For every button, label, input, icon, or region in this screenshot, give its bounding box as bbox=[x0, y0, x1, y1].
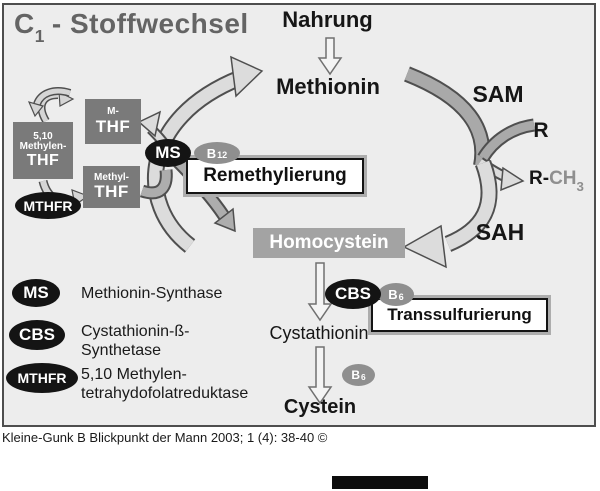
arrow-folate-cycle-top-right bbox=[37, 90, 75, 124]
node-cystein: Cystein bbox=[283, 396, 357, 418]
node-sam: SAM bbox=[472, 81, 524, 107]
legend-cbs-label: Cystathionin-ß- Synthetase bbox=[81, 323, 190, 359]
box-m-thf: M- THF bbox=[85, 99, 141, 144]
transsulfurierung-label: Transsulfurierung bbox=[387, 305, 532, 324]
node-cystathionin: Cystathionin bbox=[269, 323, 369, 343]
methyl-thf-line2: THF bbox=[94, 182, 129, 202]
legend-mthfr-label: 5,10 Methylen- tetrahydofolatreduktase bbox=[81, 366, 249, 402]
title-rest: - Stoffwechsel bbox=[51, 8, 249, 39]
cbs-badge: CBS bbox=[325, 279, 381, 309]
node-r: R bbox=[533, 119, 549, 142]
remethylierung-label: Remethylierung bbox=[203, 165, 347, 186]
arrow-methylthf-to-ms bbox=[139, 169, 173, 200]
box-methyl-thf: Methyl- THF bbox=[83, 166, 140, 208]
arrow-layer bbox=[27, 37, 536, 405]
methylen-thf-line3: THF bbox=[26, 151, 60, 169]
bottom-black-bar bbox=[332, 476, 428, 489]
diagram-frame bbox=[2, 3, 596, 427]
box-remethylierung: Remethylierung bbox=[186, 158, 364, 194]
node-methionin: Methionin bbox=[276, 74, 380, 99]
arrow-sah-to-homocystein bbox=[402, 160, 498, 269]
methyl-thf-line1: Methyl- bbox=[94, 171, 129, 183]
box-methylen-thf: 5,10 Methylen- THF bbox=[13, 122, 73, 179]
node-sah: SAH bbox=[475, 219, 525, 245]
arrow-r-in bbox=[477, 118, 536, 162]
mthfr-badge: MTHFR bbox=[15, 192, 81, 219]
m-thf-line2: THF bbox=[95, 116, 131, 136]
homocystein-label: Homocystein bbox=[269, 232, 389, 253]
box-transsulfurierung: Transsulfurierung bbox=[371, 298, 548, 332]
rch3-methyl: CH3 bbox=[549, 168, 584, 194]
node-nahrung: Nahrung bbox=[282, 7, 373, 32]
arrow-folate-cycle-top-left bbox=[27, 87, 72, 118]
node-rch3: R-CH3 bbox=[529, 168, 597, 194]
legend-cbs-badge: CBS bbox=[9, 320, 65, 350]
page-title: C1 - Stoffwechsel bbox=[14, 8, 249, 46]
arrow-nahrung-to-methionin bbox=[317, 37, 343, 76]
methylen-thf-line2: Methylen- bbox=[19, 141, 67, 153]
arrow-homocystein-to-cystathionin bbox=[307, 262, 333, 322]
arrow-ms-to-mthf bbox=[137, 110, 175, 156]
box-homocystein: Homocystein bbox=[253, 228, 405, 258]
rch3-base: R- bbox=[529, 168, 550, 189]
ms-badge: MS bbox=[145, 139, 191, 167]
m-thf-line1: M- bbox=[107, 106, 119, 118]
methylen-thf-line1: 5,10 bbox=[33, 130, 53, 142]
legend-mthfr-badge: MTHFR bbox=[6, 363, 78, 393]
legend-ms-badge: MS bbox=[12, 279, 60, 307]
title-base: C bbox=[14, 8, 35, 39]
legend-ms-label: Methionin-Synthase bbox=[81, 285, 223, 302]
arrow-cystathionin-to-cystein bbox=[307, 346, 333, 405]
citation-text: Kleine-Gunk B Blickpunkt der Mann 2003; … bbox=[2, 430, 328, 445]
title-subscript: 1 bbox=[34, 25, 45, 46]
